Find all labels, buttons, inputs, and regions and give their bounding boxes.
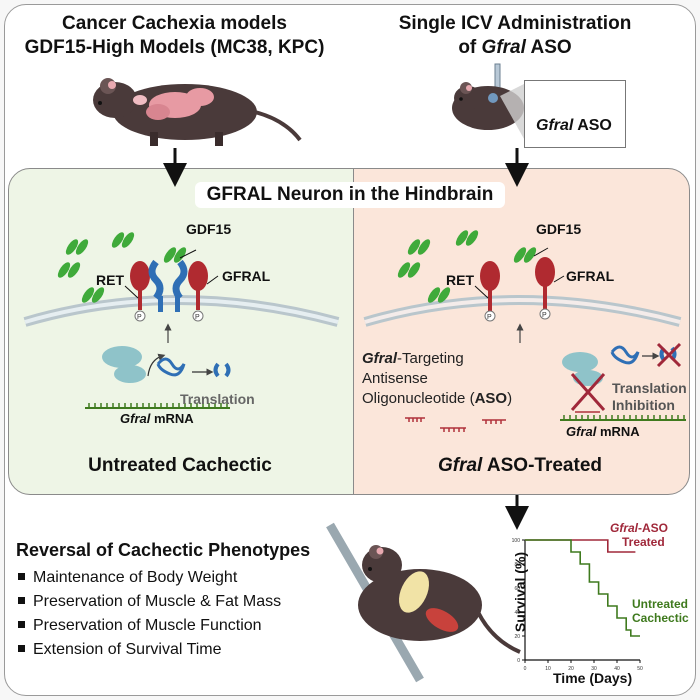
gdf15-label-right: GDF15	[536, 221, 582, 237]
svg-text:P: P	[137, 314, 142, 321]
outcome-item: Preservation of Muscle & Fat Mass	[16, 590, 281, 614]
outcome-item: Maintenance of Body Weight	[16, 566, 281, 590]
untreated-panel	[8, 168, 355, 495]
mrna-right	[560, 411, 686, 421]
translation-label-left: Translation	[180, 391, 255, 407]
mrna-label-right: Gfral mRNA	[566, 424, 640, 439]
chart-x-tick-label: 10	[545, 666, 551, 672]
top-left-title-line1: Cancer Cachexia models	[62, 13, 287, 34]
legend-treated-line2: Treated	[622, 535, 665, 549]
chart-y-tick-label: 40	[514, 610, 520, 616]
aso-description-line2: Antisense	[362, 370, 428, 387]
chart-ylabel: Survival (%)	[512, 551, 529, 633]
folding-protein-right	[610, 345, 640, 365]
treated-caption: Gfral ASO-Treated	[437, 455, 603, 476]
mrna-label-left: Gfral mRNA	[120, 411, 194, 426]
top-left-title-line2: GDF15-High Models (MC38, KPC)	[24, 37, 325, 58]
folding-protein-left	[156, 357, 186, 377]
translation-label-right: Translation	[612, 380, 687, 396]
chart-y-tick-label: 0	[517, 658, 520, 664]
outcome-item: Extension of Survival Time	[16, 638, 281, 662]
chart-x-tick-label: 30	[591, 666, 597, 672]
aso-inset-box	[524, 80, 626, 148]
outcomes-list: Maintenance of Body Weight Preservation …	[16, 566, 281, 662]
survival-chart: 0 10 20 30 40 50 0 20 40 60 80 100	[512, 538, 643, 672]
chart-x-tick-label: 0	[524, 666, 527, 672]
untreated-caption: Untreated Cachectic	[88, 455, 272, 476]
gdf15-dimers-right	[397, 230, 537, 303]
treated-survival-line	[525, 539, 636, 553]
ret-label-right: RET	[446, 272, 474, 288]
top-right-title-line2: of Gfral ASO	[458, 37, 572, 58]
aso-box-label: Gfral ASO	[536, 117, 612, 134]
aso-description-line3: Oligonucleotide (ASO)	[362, 390, 513, 407]
outcome-item: Preservation of Muscle Function	[16, 614, 281, 638]
chart-y-tick-label: 60	[514, 586, 520, 592]
chart-x-tick-label: 50	[637, 666, 643, 672]
ret-label-left: RET	[96, 272, 124, 288]
top-right-title-line1: Single ICV Administration	[398, 13, 632, 34]
legend-treated-line1: Gfral-ASO	[610, 521, 669, 535]
recovered-mouse-illustration	[326, 522, 521, 683]
chart-xlabel: Time (Days)	[553, 670, 633, 686]
chart-x-tick-label: 20	[568, 666, 574, 672]
legend-untreated-line2: Cachectic	[632, 611, 689, 625]
receptor-complex-left: P P	[130, 259, 208, 322]
gfral-label-right: GFRAL	[566, 268, 615, 284]
untreated-survival-line	[525, 539, 640, 637]
gdf15-dimers-left	[57, 232, 187, 303]
inhibition-cross-icons	[570, 342, 682, 411]
svg-text:P: P	[542, 312, 547, 319]
legend-untreated-line1: Untreated	[632, 597, 689, 611]
svg-text:P: P	[195, 314, 200, 321]
inhibition-label-right: Inhibition	[612, 397, 675, 413]
aso-strands-right	[405, 417, 506, 432]
icv-injected-mouse-illustration	[452, 63, 528, 146]
cachectic-mouse-illustration	[93, 78, 302, 146]
ribosome-left	[102, 346, 146, 383]
hindbrain-title: GFRAL Neuron in the Hindbrain	[195, 182, 505, 208]
svg-text:P: P	[487, 314, 492, 321]
gfral-label-left: GFRAL	[222, 268, 271, 284]
receptor-complex-right: P P	[480, 257, 555, 322]
chart-x-tick-label: 40	[614, 666, 620, 672]
aso-description-line1: Gfral-Targeting	[362, 350, 464, 367]
chart-y-tick-label: 100	[512, 538, 521, 544]
chart-y-tick-label: 20	[514, 634, 520, 640]
chart-y-tick-label: 80	[514, 562, 520, 568]
outcomes-heading: Reversal of Cachectic Phenotypes	[16, 540, 311, 560]
mrna-left	[85, 403, 230, 409]
aso-treated-panel	[353, 168, 690, 495]
gdf15-label-left: GDF15	[186, 221, 232, 237]
